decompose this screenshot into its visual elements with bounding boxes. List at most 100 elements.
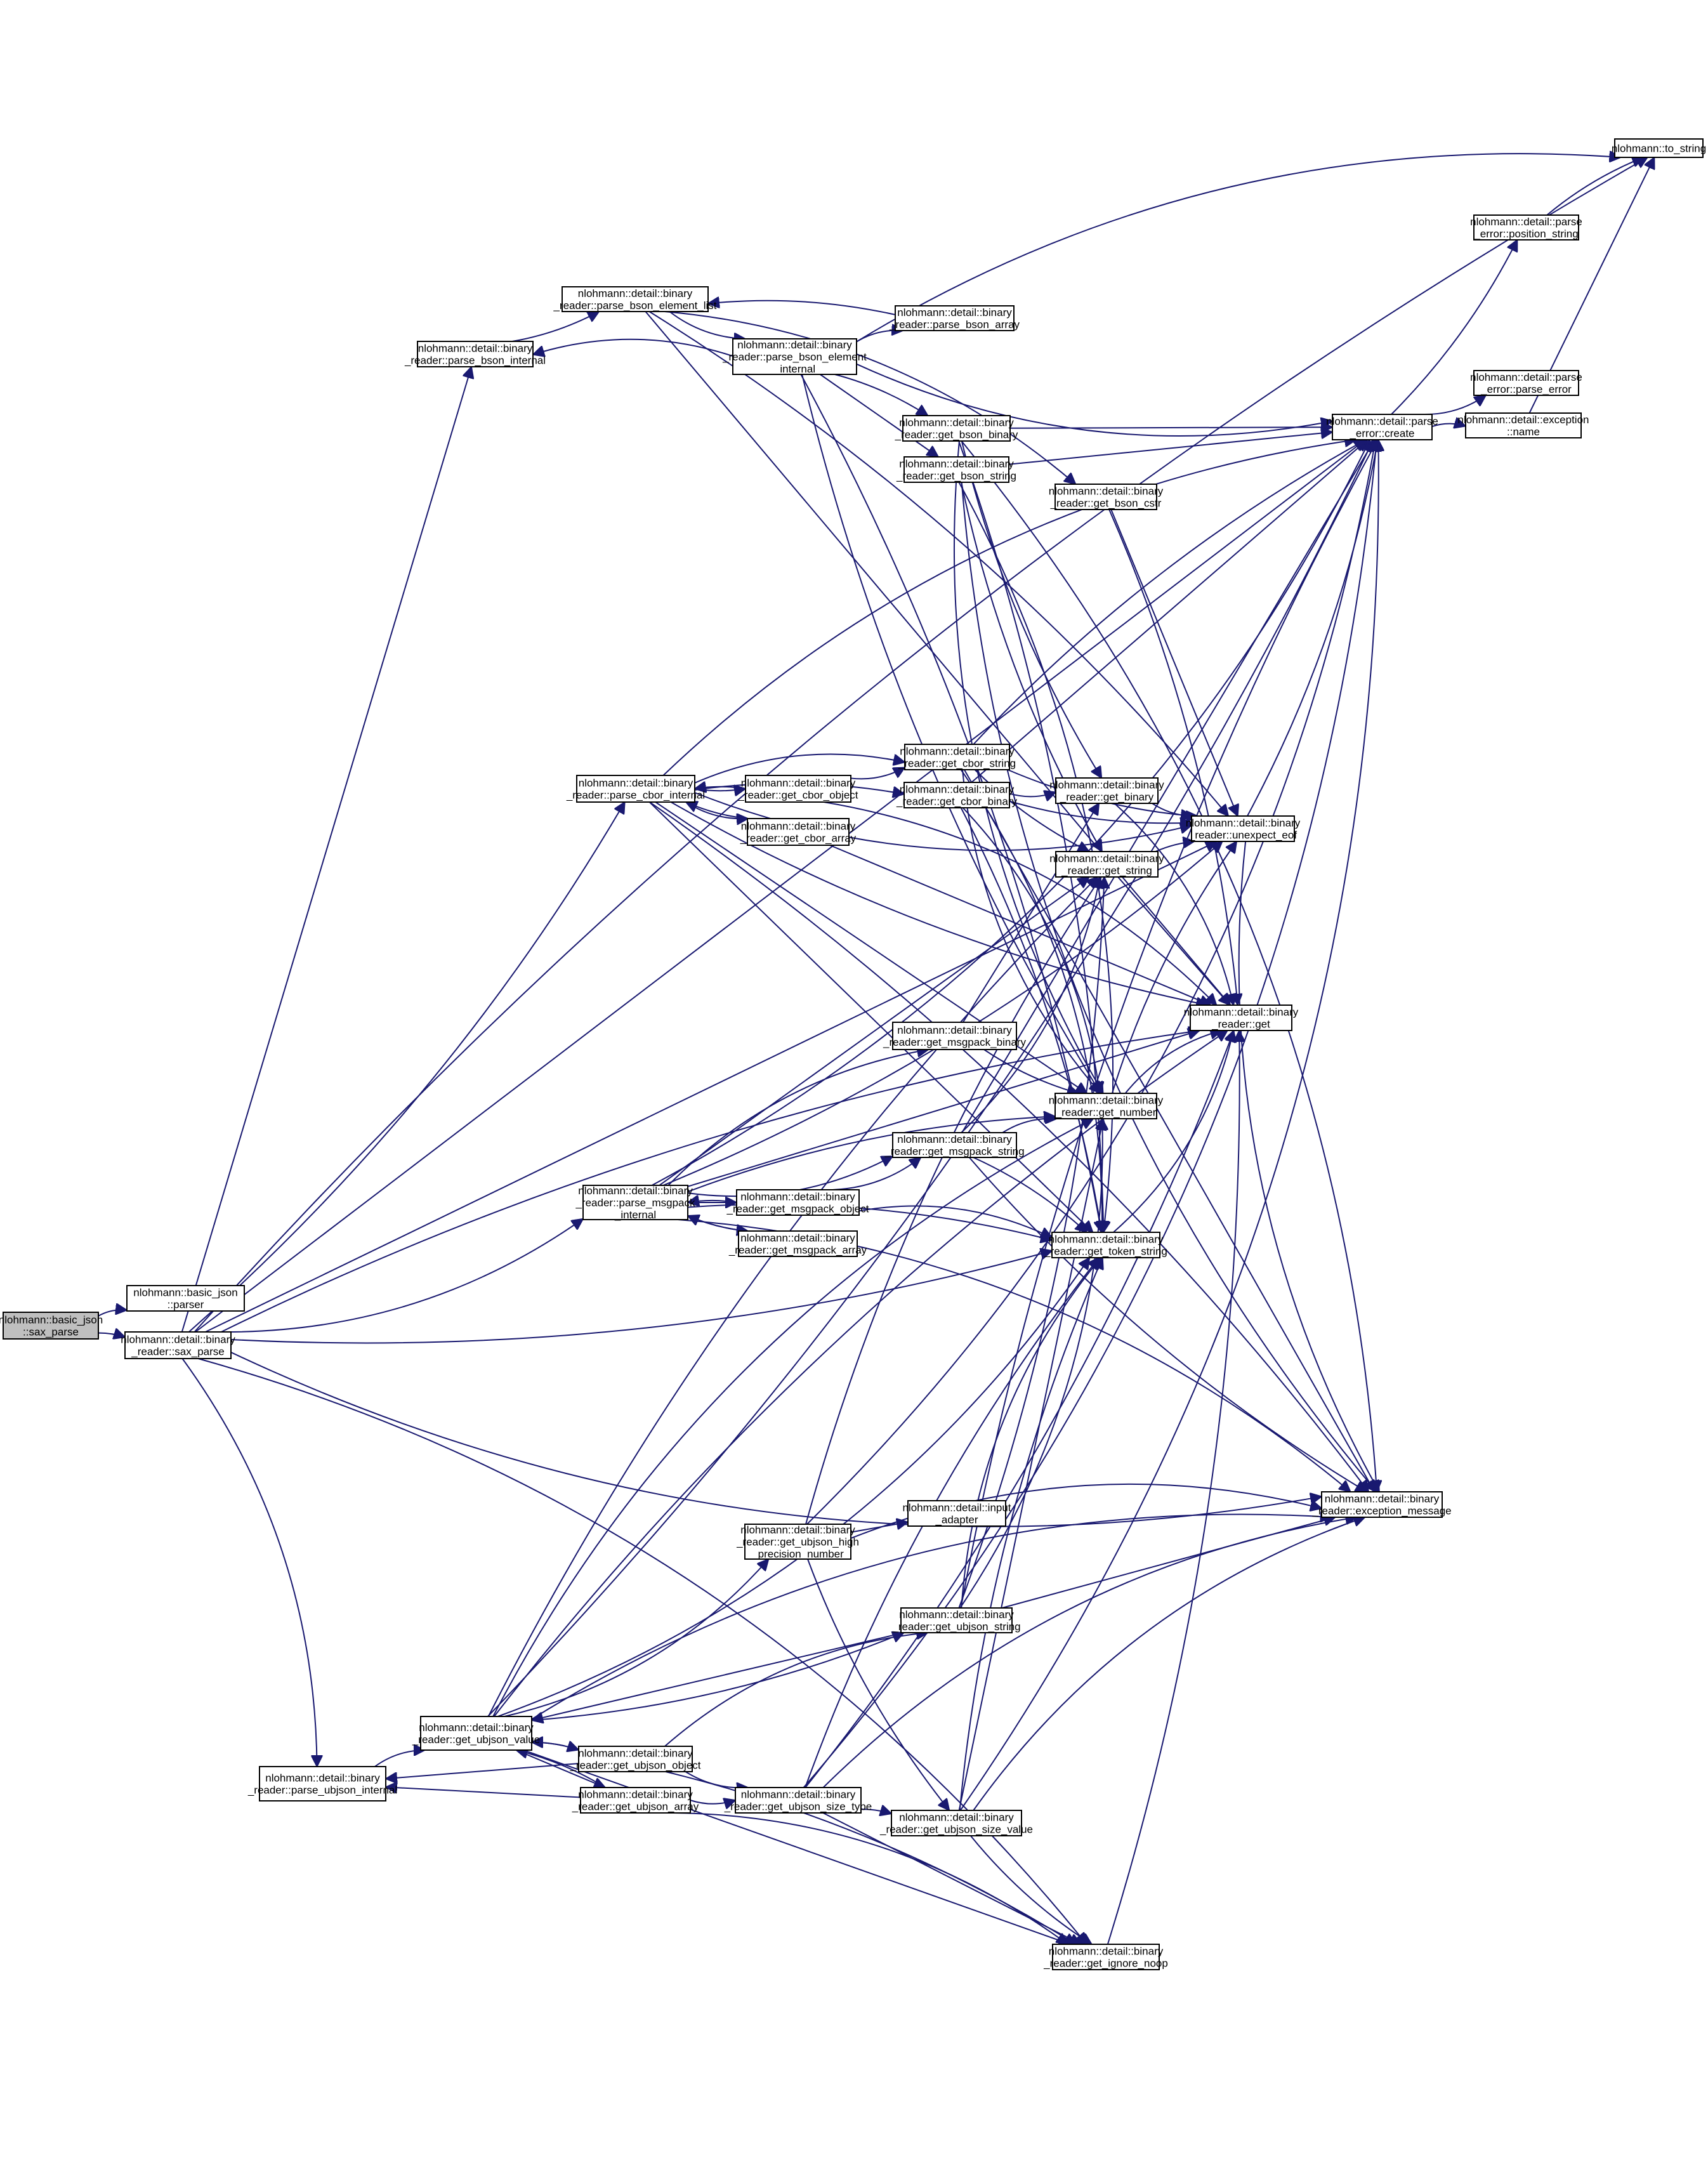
graph-node-get-cbor-binary[interactable]: nlohmann::detail::binary_reader::get_cbo…	[896, 782, 1017, 808]
graph-node-parse-msgpack-internal[interactable]: nlohmann::detail::binary_reader::parse_m…	[575, 1185, 695, 1221]
node-label-line: nlohmann::detail::binary	[897, 1133, 1012, 1145]
node-box	[1473, 370, 1579, 396]
graph-node-get-msgpack-object[interactable]: nlohmann::detail::binary_reader::get_msg…	[726, 1189, 869, 1216]
call-edge-parse_bson_element_list-to-get_bson_cstr	[664, 311, 1075, 484]
call-edge-get_cbor_array-to-get	[829, 845, 1211, 1005]
graph-node-get-msgpack-string[interactable]: nlohmann::detail::binary_reader::get_msg…	[884, 1132, 1025, 1158]
graph-node-parse-bson-element-list[interactable]: nlohmann::detail::binary_reader::parse_b…	[553, 286, 717, 312]
graph-node-parse-error[interactable]: nlohmann::detail::parse_error::parse_err…	[1470, 370, 1582, 396]
node-label-line: nlohmann::detail::binary	[740, 1191, 855, 1203]
call-edge-get_bson_string-to-exception_message	[961, 482, 1377, 1492]
graph-node-get-msgpack-array[interactable]: nlohmann::detail::binary_reader::get_msg…	[728, 1230, 867, 1257]
call-edge-get_cbor_string-to-get_number	[962, 769, 1100, 1093]
graph-node-get-ubjson-object[interactable]: nlohmann::detail::binary_reader::get_ubj…	[569, 1746, 701, 1772]
node-label-line: _reader::exception_message	[1311, 1505, 1451, 1517]
call-edge-sax_parse-to-get_ignore_noop	[198, 1358, 1086, 1944]
graph-node-parse-cbor-internal[interactable]: nlohmann::detail::binary_reader::parse_c…	[566, 775, 705, 803]
node-label-line: _reader::get_bson_string	[896, 470, 1016, 482]
graph-node-parser[interactable]: nlohmann::basic_json::parser	[126, 1285, 245, 1312]
call-edge-unexpect_eof-to-create	[1247, 440, 1378, 817]
graph-node-get-msgpack-binary[interactable]: nlohmann::detail::binary_reader::get_msg…	[883, 1022, 1026, 1050]
graph-node-get-ubjson-array[interactable]: nlohmann::detail::binary_reader::get_ubj…	[572, 1787, 699, 1814]
call-edge-get_ubjson_size_type-to-get_ubjson_size_value	[860, 1809, 891, 1814]
graph-node-get-token-string[interactable]: nlohmann::detail::binary_reader::get_tok…	[1044, 1232, 1167, 1258]
node-label-line: nlohmann::detail::binary	[578, 1185, 693, 1197]
call-edge-parse_bson_element_list-to-parse_bson_element_internal	[669, 311, 745, 339]
call-edge-parse_bson_element_list-to-get	[645, 311, 1230, 1005]
call-edge-get_ubjson_size_type-to-create	[803, 440, 1377, 1788]
node-label-line: _reader::get_ubjson_object	[569, 1760, 700, 1772]
call-edge-get_token_string-to-get	[1113, 1031, 1233, 1233]
graph-node-unexpect-eof[interactable]: nlohmann::detail::binary_reader::unexpec…	[1186, 815, 1301, 842]
call-edge-get_ubjson_value-to-get_number	[492, 1119, 1093, 1717]
node-label-line: nlohmann::detail::binary	[265, 1772, 380, 1784]
node-label-line: nlohmann::detail::binary	[578, 1748, 693, 1760]
graph-node-get-ubjson-size-type[interactable]: nlohmann::detail::binary_reader::get_ubj…	[724, 1787, 872, 1814]
call-edge-create-to-parse_error	[1423, 395, 1486, 416]
call-edge-get_number-to-get	[1124, 1031, 1222, 1094]
node-label-line: _reader::get_msgpack_array	[728, 1244, 867, 1256]
graph-node-get-ignore-noop[interactable]: nlohmann::detail::binary_reader::get_ign…	[1043, 1944, 1168, 1970]
graph-node-parse-bson-element-internal[interactable]: nlohmann::detail::binary_reader::parse_b…	[722, 338, 867, 375]
call-edge-parse_cbor_internal-to-get_token_string	[648, 801, 1093, 1232]
graph-node-parse-bson-internal[interactable]: nlohmann::detail::binary_reader::parse_b…	[404, 341, 546, 367]
node-label-line: nlohmann::detail::binary	[1049, 1234, 1164, 1246]
call-edge-position_string-to-to_string	[1546, 157, 1643, 216]
node-box	[736, 1189, 860, 1216]
node-label-line: _reader::get_string	[1061, 865, 1152, 877]
node-box	[1465, 412, 1582, 438]
graph-node-get-binary[interactable]: nlohmann::detail::binary_reader::get_bin…	[1049, 777, 1164, 804]
call-edge-get_msgpack_binary-to-get_number	[983, 1049, 1079, 1093]
node-label-line: _reader::get_ubjson_value	[412, 1734, 540, 1746]
node-label-line: nlohmann::detail::binary	[419, 1722, 534, 1734]
node-label-line: _adapter	[935, 1514, 978, 1526]
call-edge-parse_ubjson_internal-to-get_ubjson_value	[374, 1750, 425, 1767]
call-edge-create-to-position_string	[1391, 240, 1517, 415]
graph-node-get-cbor-array[interactable]: nlohmann::detail::binary_reader::get_cbo…	[740, 818, 857, 846]
node-box	[259, 1766, 386, 1801]
graph-node-get-ubjson-value[interactable]: nlohmann::detail::binary_reader::get_ubj…	[412, 1716, 540, 1751]
graph-node-get-ubjson-string[interactable]: nlohmann::detail::binary_reader::get_ubj…	[891, 1607, 1021, 1633]
call-edge-parse_bson_element_internal-to-parse_bson_array	[856, 331, 903, 343]
call-edge-unexpect_eof-to-exception_message	[1238, 841, 1379, 1492]
node-box	[738, 1230, 858, 1257]
call-edge-parse_msgpack_internal-to-get	[687, 1031, 1199, 1187]
graph-node-get-string[interactable]: nlohmann::detail::binary_reader::get_str…	[1049, 851, 1164, 878]
node-label-line: _reader::parse_ubjson_internal	[247, 1784, 397, 1796]
node-label-line: nlohmann::detail::parse	[1326, 416, 1438, 428]
node-label-line: _reader::get	[1211, 1018, 1270, 1031]
graph-node-input-adapter[interactable]: nlohmann::detail::input_adapter	[902, 1500, 1011, 1527]
node-box	[895, 305, 1015, 331]
graph-node-parse-bson-array[interactable]: nlohmann::detail::binary_reader::parse_b…	[889, 305, 1020, 331]
graph-node-position-string[interactable]: nlohmann::detail::parse_error::position_…	[1470, 214, 1582, 240]
node-box	[1473, 214, 1579, 240]
call-edge-get_ubjson_array-to-get_ubjson_size_type	[690, 1800, 735, 1804]
graph-node-sax-parse[interactable]: nlohmann::detail::binary_reader::sax_par…	[121, 1331, 235, 1359]
call-edge-get_bson_string-to-create	[1008, 432, 1332, 465]
graph-node-get-cbor-object[interactable]: nlohmann::detail::binary_reader::get_cbo…	[737, 775, 858, 803]
node-box	[902, 415, 1011, 442]
call-edge-get_binary-to-get	[1113, 803, 1233, 1005]
node-box	[744, 1524, 851, 1560]
node-label-line: _reader::get_ubjson_array	[572, 1801, 699, 1813]
graph-node-get-cbor-string[interactable]: nlohmann::detail::binary_reader::get_cbo…	[898, 744, 1016, 770]
graph-node-parse-ubjson-internal[interactable]: nlohmann::detail::binary_reader::parse_u…	[247, 1766, 397, 1801]
graph-node-get-bson-binary[interactable]: nlohmann::detail::binary_reader::get_bso…	[895, 415, 1018, 442]
node-label-line: nlohmann::detail::binary	[1049, 779, 1164, 791]
graph-node-exception-message[interactable]: nlohmann::detail::binary_reader::excepti…	[1311, 1491, 1452, 1518]
graph-node-get-ubjson-high-precision-number[interactable]: nlohmann::detail::binary_reader::get_ubj…	[736, 1524, 859, 1560]
graph-node-exception-name[interactable]: nlohmann::detail::exception::name	[1458, 412, 1589, 438]
node-layer: nlohmann::basic_json::sax_parsenlohmann:…	[0, 138, 1706, 1970]
node-box	[892, 1022, 1017, 1050]
graph-node-get[interactable]: nlohmann::detail::binary_reader::get	[1184, 1004, 1299, 1031]
call-edge-root-to-sax_parse	[98, 1333, 125, 1337]
graph-node-get-bson-cstr[interactable]: nlohmann::detail::binary_reader::get_bso…	[1049, 484, 1164, 510]
call-edge-get_cbor_array-to-parse_cbor_internal	[686, 802, 749, 819]
graph-node-get-number[interactable]: nlohmann::detail::binary_reader::get_num…	[1049, 1093, 1164, 1119]
graph-node-create[interactable]: nlohmann::detail::parse_error::create	[1326, 414, 1438, 440]
graph-node-get-ubjson-size-value[interactable]: nlohmann::detail::binary_reader::get_ubj…	[879, 1810, 1033, 1836]
call-edge-get_cbor_object-to-get	[824, 801, 1217, 1005]
node-label-line: _reader::get_cbor_array	[740, 833, 857, 845]
graph-node-get-bson-string[interactable]: nlohmann::detail::binary_reader::get_bso…	[896, 456, 1016, 483]
graph-node-to-string[interactable]: nlohmann::to_string	[1612, 138, 1706, 158]
